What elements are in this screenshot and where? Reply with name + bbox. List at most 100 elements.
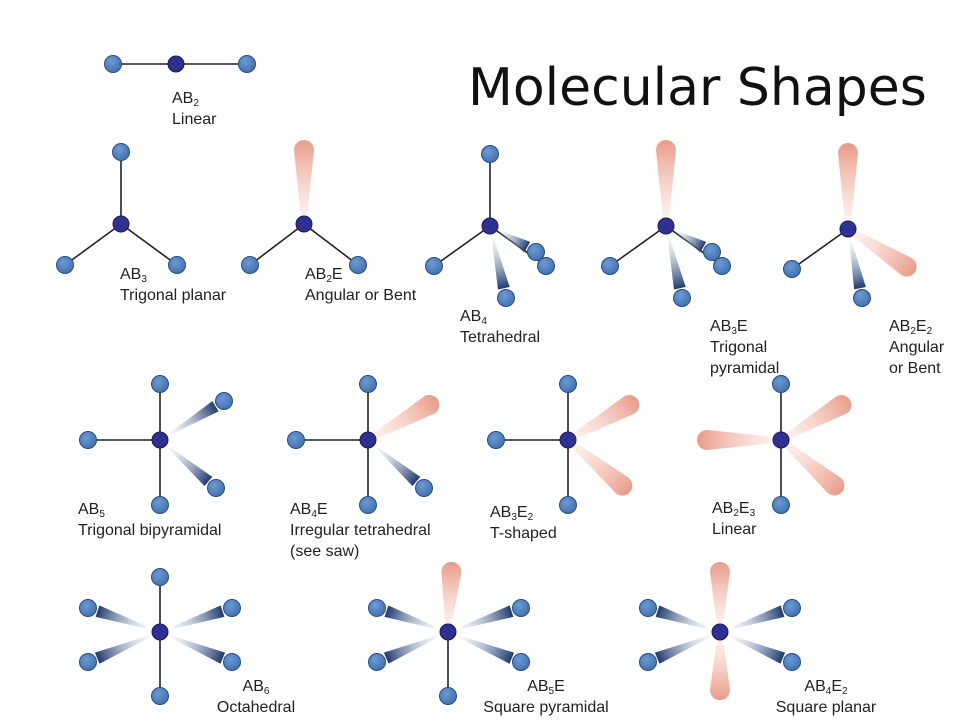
outer-atom-ab3-b2 xyxy=(168,256,186,274)
lone-pair-ab4e2-1 xyxy=(710,638,730,700)
outer-atom-ab5e-w0 xyxy=(368,599,386,617)
outer-atom-ab6-b1 xyxy=(151,687,169,705)
shape-name-ab2e2: Angular xyxy=(889,339,945,356)
lone-pair-ab2e3-1 xyxy=(784,395,852,440)
formula-ab3e2: AB3E2 xyxy=(490,504,534,523)
wedge-bond-ab3e-0 xyxy=(667,237,686,290)
wedge-bond-ab6-0 xyxy=(95,605,149,630)
lone-pair-ab4e2-0 xyxy=(710,562,730,626)
shape-name-ab2: Linear xyxy=(172,111,217,128)
bond-ab2e2-0 xyxy=(791,228,849,270)
outer-atom-ab6-w2 xyxy=(79,653,97,671)
formula-ab4: AB4 xyxy=(460,308,487,327)
wedge-bond-ab4e-0 xyxy=(376,447,421,487)
outer-atom-ab4e2-w2 xyxy=(639,653,657,671)
wedge-bond-ab4e2-1 xyxy=(731,605,785,630)
outer-atom-ab2e2-w0 xyxy=(853,289,871,307)
outer-atom-ab2e3-b1 xyxy=(772,496,790,514)
central-atom-ab3e xyxy=(657,217,675,235)
lone-pair-ab2e-0 xyxy=(294,140,314,218)
shape-name-ab6: Octahedral xyxy=(216,699,296,716)
outer-atom-ab2e-b1 xyxy=(349,256,367,274)
outer-atom-ab4-w1 xyxy=(527,243,545,261)
outer-atom-ab6-w3 xyxy=(223,653,241,671)
central-atom-ab5 xyxy=(151,431,169,449)
outer-atom-ab5-b1 xyxy=(151,496,169,514)
shape-name-ab3e2: T-shaped xyxy=(490,525,557,542)
wedge-bond-ab5e-1 xyxy=(459,605,514,630)
shape-name-ab3e: Trigonal xyxy=(710,339,768,356)
bond-ab3e-0 xyxy=(609,225,667,267)
outer-atom-ab5-w1 xyxy=(207,479,225,497)
outer-atom-ab4e-b2 xyxy=(287,431,305,449)
wedge-bond-ab6-3 xyxy=(170,635,226,664)
formula-ab3: AB3 xyxy=(120,266,147,285)
outer-atom-ab4e2-w0 xyxy=(639,599,657,617)
central-atom-ab4 xyxy=(481,217,499,235)
bond-ab3-1 xyxy=(64,223,122,266)
outer-atom-ab3-b1 xyxy=(56,256,74,274)
lone-pair-ab3e-0 xyxy=(656,140,676,220)
outer-atom-ab3-b0 xyxy=(112,143,130,161)
formula-ab5: AB5 xyxy=(78,501,105,520)
central-atom-ab2 xyxy=(167,55,185,73)
bond-ab3-2 xyxy=(120,223,178,266)
lone-pair-ab3e2-0 xyxy=(571,394,640,440)
outer-atom-ab2e-b0 xyxy=(241,256,259,274)
formula-ab4e: AB4E xyxy=(290,501,328,520)
central-atom-ab2e2 xyxy=(839,220,857,238)
outer-atom-ab3e2-b0 xyxy=(559,375,577,393)
outer-atom-ab3e2-b1 xyxy=(559,496,577,514)
outer-atom-ab5e-w2 xyxy=(368,653,386,671)
shape-name-ab2e: Angular or Bent xyxy=(305,287,417,304)
outer-atom-ab3e-w0 xyxy=(673,289,691,307)
wedge-bond-ab4e2-2 xyxy=(654,635,710,664)
bond-ab2e-1 xyxy=(303,223,359,266)
central-atom-ab3e2 xyxy=(559,431,577,449)
central-atom-ab4e xyxy=(359,431,377,449)
outer-atom-ab6-w0 xyxy=(79,599,97,617)
page-title: Molecular Shapes xyxy=(468,58,927,118)
central-atom-ab3 xyxy=(112,215,130,233)
wedge-bond-ab5e-0 xyxy=(384,605,437,630)
shape-name-ab4: Tetrahedral xyxy=(460,329,541,346)
lone-pair-ab2e3-0 xyxy=(697,430,775,450)
wedge-bond-ab5-0 xyxy=(169,401,219,435)
lone-pair-ab3e2-1 xyxy=(570,441,633,496)
formula-ab2: AB2 xyxy=(172,90,199,109)
outer-atom-ab3e-b1 xyxy=(713,257,731,275)
outer-atom-ab2e2-b0 xyxy=(783,260,801,278)
central-atom-ab4e2 xyxy=(711,623,729,641)
wedge-bond-ab4e2-3 xyxy=(730,635,786,664)
lone-pair-ab2e3-2 xyxy=(783,441,845,496)
wedge-bond-ab5e-2 xyxy=(383,635,438,664)
outer-atom-ab5-w0 xyxy=(215,392,233,410)
outer-atom-ab5e-w3 xyxy=(512,653,530,671)
outer-atom-ab3e2-b2 xyxy=(487,431,505,449)
shape-name-ab3: Trigonal planar xyxy=(120,287,227,304)
shape-name-ab4e2: Square planar xyxy=(775,699,877,716)
outer-atom-ab2-b0 xyxy=(104,55,122,73)
wedge-bond-ab5-1 xyxy=(168,447,213,487)
formula-ab2e2: AB2E2 xyxy=(889,318,933,337)
outer-atom-ab4e-b0 xyxy=(359,375,377,393)
central-atom-ab5e xyxy=(439,623,457,641)
bond-ab4-1 xyxy=(433,225,491,267)
wedge-bond-ab4e2-0 xyxy=(655,605,709,630)
outer-atom-ab3e-b0 xyxy=(601,257,619,275)
shape-name-ab3e-line2: pyramidal xyxy=(710,360,780,377)
wedge-bond-ab6-1 xyxy=(171,605,225,630)
bond-ab2e-0 xyxy=(249,223,305,266)
outer-atom-ab4-w0 xyxy=(497,289,515,307)
lone-pair-ab5e-0 xyxy=(441,561,462,627)
outer-atom-ab5-b2 xyxy=(79,431,97,449)
central-atom-ab2e3 xyxy=(772,431,790,449)
